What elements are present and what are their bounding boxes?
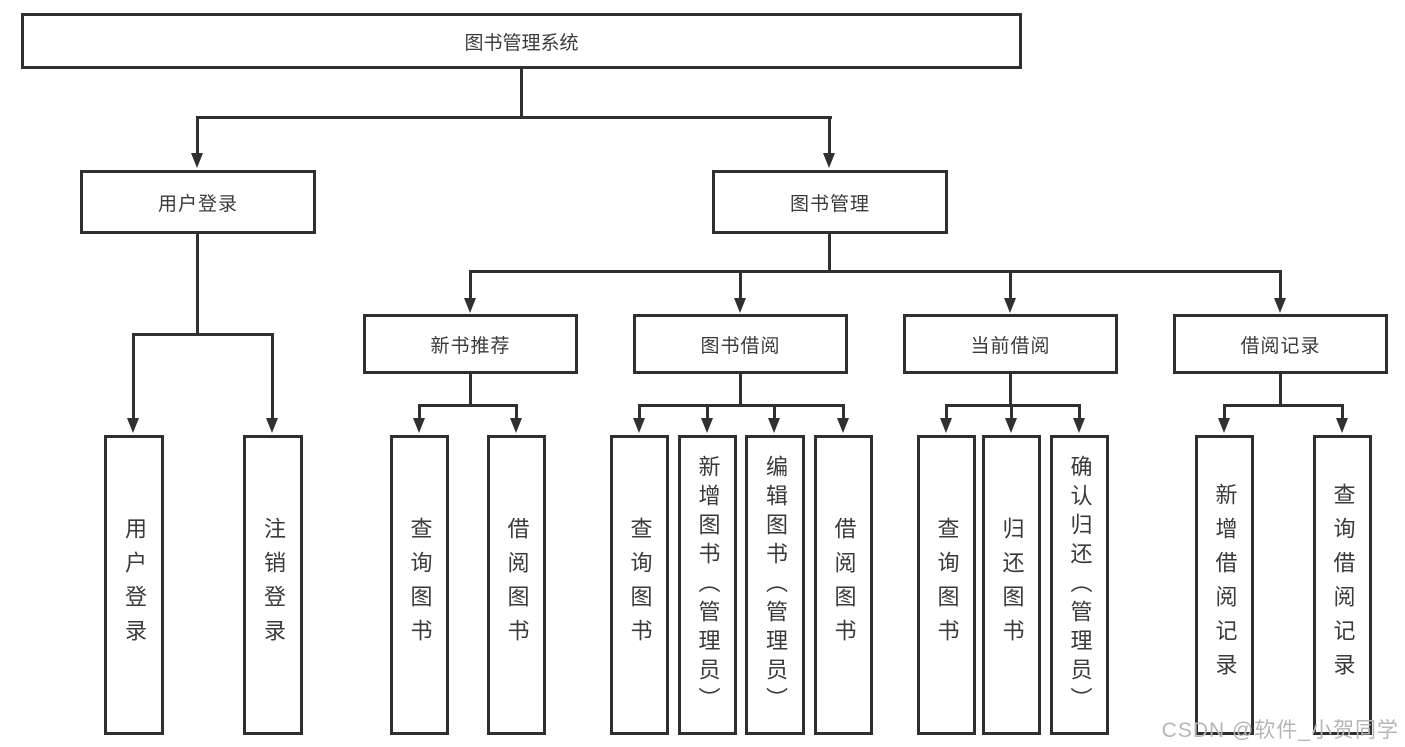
node-book-borrowing: 图书借阅 [633,314,848,374]
node-label: 图书借阅 [700,335,781,357]
node-label: 确认归还（管理员） [1067,454,1093,716]
leaf-query-books-borrowing: 查询图书 [610,435,669,735]
connector-records-stub [1279,374,1282,407]
arrow-to-current-borrowing [1004,273,1017,313]
node-new-book-recommend: 新书推荐 [363,314,578,374]
node-label: 用户登录 [122,517,147,653]
arrow-to-new-book-recommend [464,273,477,313]
arrow-to-leaf-query-books-recommend [413,407,426,433]
arrow-to-leaf-logout [266,336,279,433]
node-label: 图书管理 [789,193,870,215]
node-root-library-system: 图书管理系统 [21,13,1022,69]
csdn-watermark: CSDN @软件_小贺同学 [1161,719,1399,742]
connector-level2-hline [196,116,832,119]
node-label: 新增图书（管理员） [695,454,721,716]
arrow-to-leaf-add-book [701,407,714,433]
leaf-confirm-return-admin: 确认归还（管理员） [1050,435,1109,735]
node-label: 借阅图书 [831,517,857,653]
leaf-return-book: 归还图书 [982,435,1041,735]
connector-root-stub [520,68,523,118]
node-label: 查询图书 [407,517,433,653]
node-label: 编辑图书（管理员） [763,454,788,716]
connector-borrowing-hline [638,404,845,407]
leaf-borrow-books: 借阅图书 [814,435,873,735]
node-label: 当前借阅 [970,335,1051,357]
leaf-user-login: 用户登录 [104,435,164,735]
node-borrow-records: 借阅记录 [1173,314,1388,374]
node-label: 查询图书 [627,517,653,653]
node-label: 借阅记录 [1240,335,1321,357]
connector-records-hline [1223,404,1344,407]
arrow-to-leaf-query-books-current [940,407,953,433]
leaf-query-borrow-record: 查询借阅记录 [1313,435,1372,735]
connector-recommend-stub [469,374,472,407]
node-user-login: 用户登录 [80,170,316,234]
leaf-edit-book-admin: 编辑图书（管理员） [745,435,805,735]
node-book-management: 图书管理 [712,170,948,234]
node-label: 注销登录 [261,517,286,653]
leaf-add-borrow-record: 新增借阅记录 [1195,435,1254,735]
arrow-to-leaf-borrow-books-recommend [510,407,523,433]
arrow-to-leaf-confirm-return [1073,407,1086,433]
arrow-to-borrow-records [1274,273,1287,313]
node-label: 用户登录 [157,193,238,215]
arrow-to-leaf-return-book [1005,407,1018,433]
connector-user-login-stub [196,234,199,335]
arrow-to-leaf-add-borrow-record [1218,407,1231,433]
arrow-to-book-management [823,119,836,168]
node-label: 新增借阅记录 [1212,483,1238,687]
arrow-to-leaf-query-borrow-record [1336,407,1349,433]
arrow-to-leaf-user-login [127,336,140,433]
leaf-query-books-current: 查询图书 [917,435,976,735]
arrow-to-leaf-query-books-borrowing [633,407,646,433]
node-label: 图书管理系统 [464,32,579,54]
node-label: 新书推荐 [430,335,511,357]
node-label: 查询借阅记录 [1330,483,1356,687]
connector-borrowing-stub [739,374,742,407]
node-label: 归还图书 [999,517,1025,653]
leaf-add-book-admin: 新增图书（管理员） [678,435,737,735]
connector-current-hline [945,404,1081,407]
leaf-query-books-recommend: 查询图书 [390,435,449,735]
node-label: 借阅图书 [504,517,530,653]
connector-current-stub [1009,374,1012,407]
connector-book-mgmt-stub [828,234,831,272]
connector-level3-hline [469,270,1282,273]
arrow-to-user-login [191,119,204,168]
connector-recommend-hline [418,404,518,407]
connector-user-group-hline [132,333,274,336]
leaf-borrow-books-recommend: 借阅图书 [487,435,546,735]
arrow-to-book-borrowing [734,273,747,313]
arrow-to-leaf-edit-book [768,407,781,433]
node-current-borrowing: 当前借阅 [903,314,1118,374]
leaf-logout: 注销登录 [243,435,303,735]
arrow-to-leaf-borrow-books [837,407,850,433]
node-label: 查询图书 [934,517,960,653]
